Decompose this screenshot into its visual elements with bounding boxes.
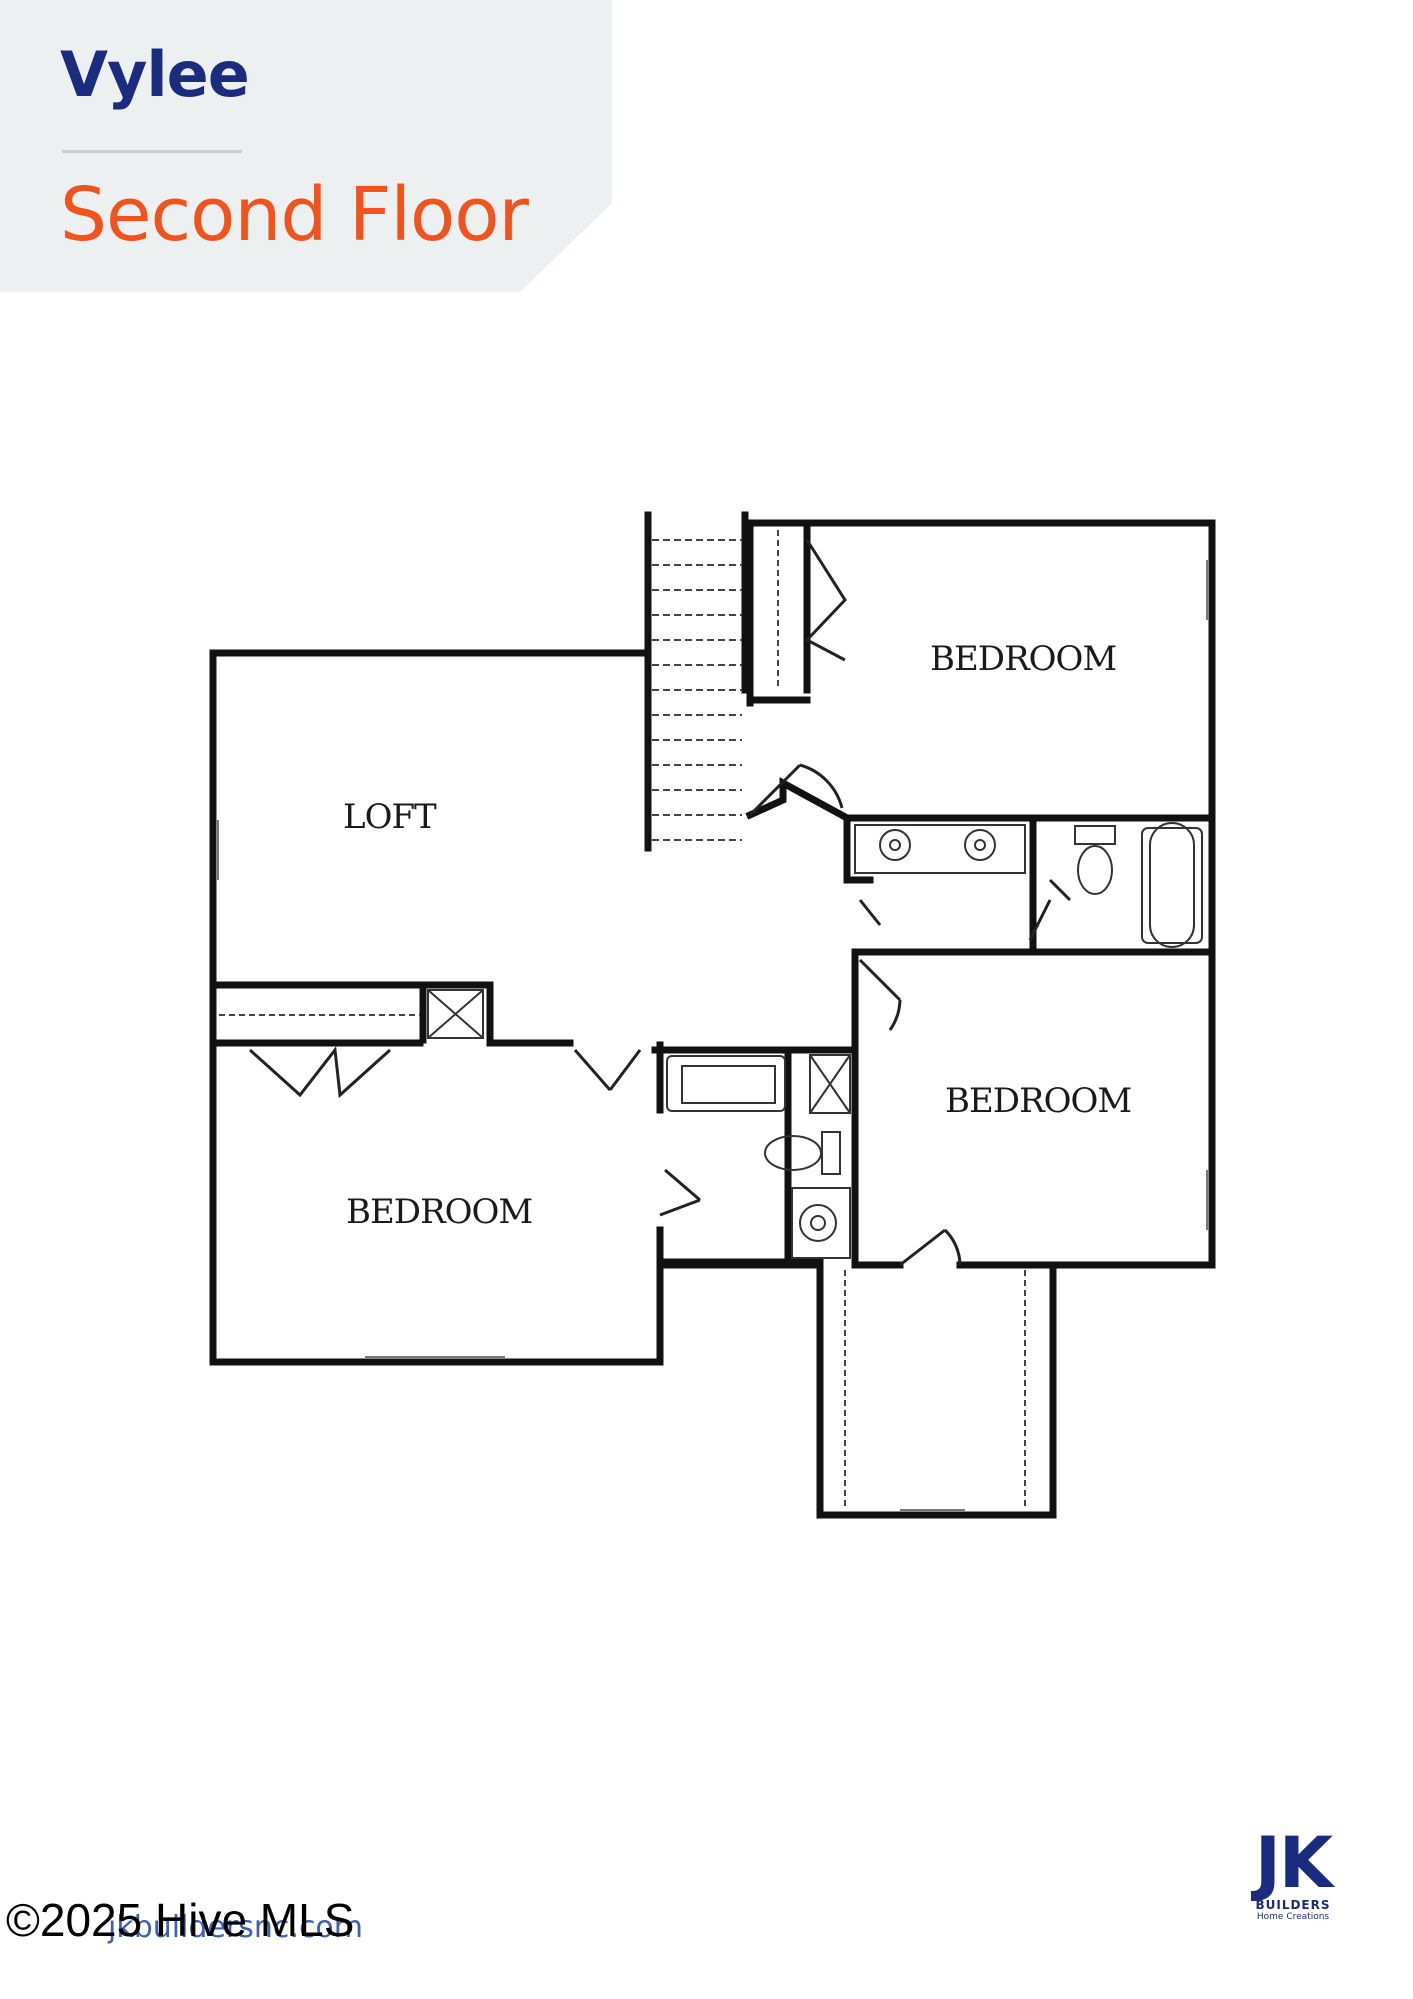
- bedroom-wall: [209, 981, 574, 1047]
- stair-treads: [652, 539, 742, 841]
- logo-mark: JK: [1254, 1822, 1333, 1904]
- room-label-loft: LOFT: [343, 797, 437, 837]
- sink-icon: [879, 829, 911, 861]
- linen-closet: [809, 1054, 851, 1114]
- website-url: jkbuildersnc.com: [108, 1910, 364, 1945]
- windows: [217, 560, 1208, 1511]
- bathtub-icon: [1141, 827, 1203, 944]
- plan-name: Vylee: [60, 38, 250, 111]
- fixtures: [427, 822, 1203, 1259]
- outer-wall: [209, 519, 1216, 1519]
- logo-tagline: Home Creations: [1256, 1912, 1330, 1922]
- room-label-bedroom-upper-right: BEDROOM: [930, 639, 1116, 679]
- bedroom-wall: [745, 777, 1216, 822]
- copyright-watermark: ©2025 Hive MLS: [6, 1894, 355, 1946]
- header-divider: [62, 150, 242, 153]
- logo-subtitle: BUILDERS: [1255, 1898, 1331, 1912]
- toilet-icon: [1074, 825, 1116, 845]
- linen-closet: [427, 989, 484, 1039]
- jk-builders-logo: JK BUILDERS Home Creations: [1248, 1822, 1338, 1922]
- room-label-bedroom-middle-right: BEDROOM: [945, 1081, 1131, 1121]
- sink-icon: [964, 829, 996, 861]
- doors: [573, 763, 1072, 1267]
- sink-icon: [799, 1204, 837, 1242]
- closet-doors: [248, 539, 847, 1099]
- closet-shelving: [219, 530, 1026, 1510]
- bathtub-icon: [666, 1055, 786, 1112]
- toilet-icon: [821, 1131, 841, 1175]
- header-panel: [0, 0, 612, 292]
- floor-name: Second Floor: [60, 172, 529, 258]
- bath-wall: [843, 814, 874, 884]
- room-label-bedroom-lower-left: BEDROOM: [346, 1192, 532, 1232]
